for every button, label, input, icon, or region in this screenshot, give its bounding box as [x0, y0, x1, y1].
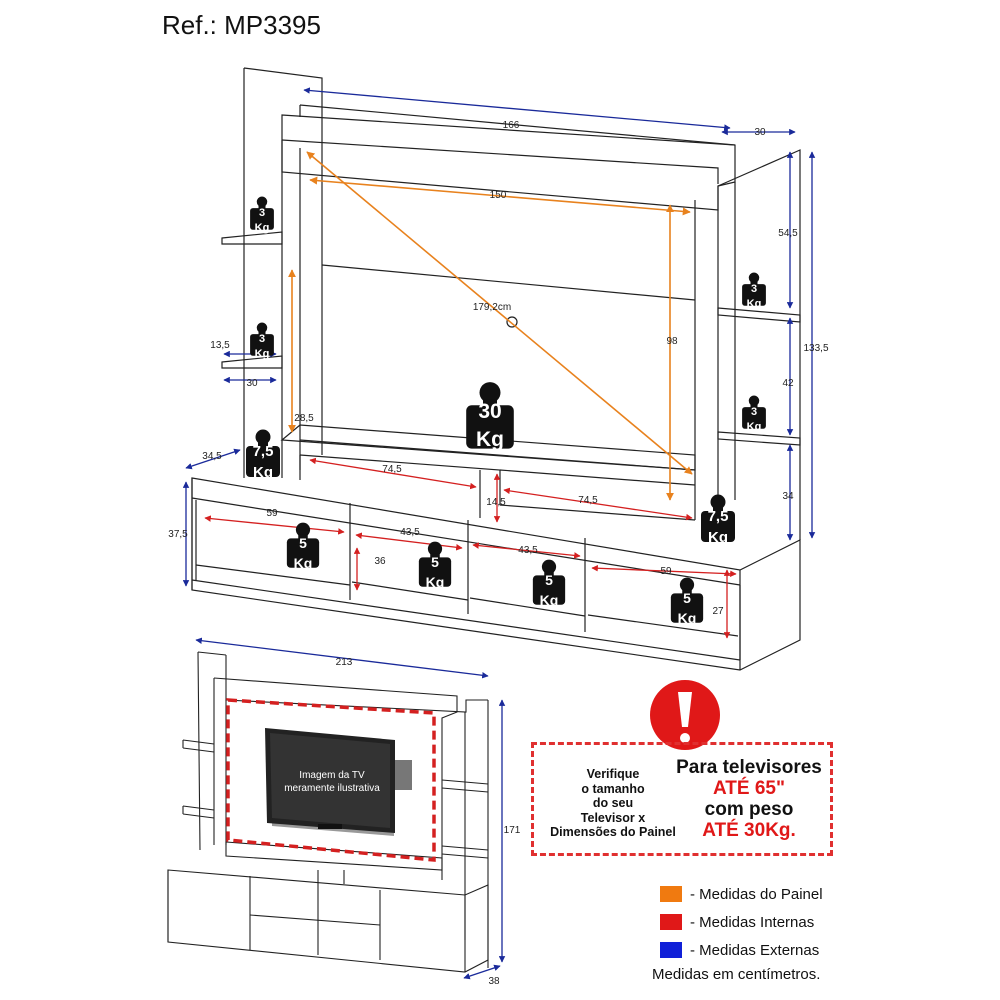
reference-title: Ref.: MP3395	[162, 10, 321, 40]
svg-text:5: 5	[431, 554, 439, 570]
legend: - Medidas do Painel - Medidas Internas -…	[660, 880, 823, 964]
dim-tv-diagonal: 179,2cm	[473, 302, 511, 313]
dim-overall-height: 171	[504, 825, 521, 836]
left-shelf-top	[221, 231, 283, 245]
dim-left-shelf-depth: 13,5	[210, 340, 230, 351]
dim-total-height: 133,5	[803, 343, 828, 354]
tv-area-dashed-outline	[226, 698, 436, 862]
internal-dimensions	[204, 457, 737, 639]
svg-text:Kg: Kg	[708, 529, 728, 546]
tv-caption-line-2: meramente ilustrativa	[284, 783, 380, 794]
dim-compartment-1: 59	[266, 508, 278, 519]
notice-right-text: Para televisores ATÉ 65" com peso ATÉ 30…	[676, 757, 822, 841]
svg-text:3: 3	[259, 207, 265, 219]
legend-item-external: - Medidas Externas	[660, 936, 823, 964]
dim-right-height-top: 54,5	[778, 228, 798, 239]
tv-size-notice: Verifique o tamanho do seu Televisor x D…	[531, 742, 833, 856]
legend-footer: Medidas em centímetros.	[652, 966, 821, 983]
dim-right-mid: 42	[782, 378, 794, 389]
dim-rack-height: 37,5	[168, 529, 188, 540]
svg-text:7,5: 7,5	[253, 443, 274, 460]
main-unit-drawing	[191, 67, 801, 671]
svg-text:5: 5	[299, 535, 307, 551]
weight-3kg-icon: 3 Kg	[742, 395, 766, 433]
external-dimensions	[182, 87, 816, 980]
dim-tv-width: 150	[490, 190, 507, 201]
dim-left-shelf-width: 30	[246, 378, 258, 389]
svg-text:5: 5	[545, 572, 553, 588]
svg-text:Kg: Kg	[426, 574, 445, 590]
dim-base-depth: 34,5	[202, 451, 222, 462]
svg-text:30: 30	[478, 400, 501, 423]
svg-text:Kg: Kg	[255, 348, 270, 360]
weight-30kg-icon: 30 Kg	[466, 382, 514, 451]
dim-niche-width-2: 74,5	[578, 495, 598, 506]
weight-5kg-icon: 5 Kg	[286, 522, 320, 571]
legend-item-panel: - Medidas do Painel	[660, 880, 823, 908]
dim-compartment-3: 43,5	[518, 545, 538, 556]
weight-3kg-icon: 3 Kg	[250, 322, 274, 360]
dim-compartment-height-4: 27	[712, 606, 724, 617]
dim-overall-depth: 38	[488, 976, 500, 987]
weight-7-5kg-icon: 7,5 Kg	[701, 494, 735, 546]
svg-text:Kg: Kg	[747, 298, 762, 310]
dim-compartment-4: 59	[660, 566, 672, 577]
weight-5kg-icon: 5 Kg	[418, 541, 452, 590]
legend-swatch	[660, 886, 682, 902]
legend-swatch	[660, 914, 682, 930]
svg-text:Kg: Kg	[747, 421, 762, 433]
dim-top-width: 166	[503, 120, 520, 131]
svg-text:3: 3	[751, 283, 757, 295]
right-shelf-top	[717, 307, 801, 323]
svg-text:5: 5	[683, 590, 691, 606]
svg-text:7,5: 7,5	[708, 508, 729, 525]
dim-right-low: 34	[782, 491, 794, 502]
svg-text:Kg: Kg	[255, 222, 270, 234]
dim-compartment-2: 43,5	[400, 527, 420, 538]
weight-5kg-icon: 5 Kg	[670, 577, 704, 626]
warning-exclamation-icon	[650, 680, 720, 750]
dim-niche-height: 14,5	[486, 497, 506, 508]
weight-5kg-icon: 5 Kg	[532, 559, 566, 608]
tv-illustration: Imagem da TV meramente ilustrativa	[265, 728, 412, 836]
legend-item-internal: - Medidas Internas	[660, 908, 823, 936]
overview-drawing	[167, 651, 489, 973]
weight-3kg-icon: 3 Kg	[250, 196, 274, 234]
panel-dimensions	[288, 151, 693, 501]
right-pillar	[694, 182, 736, 520]
dim-compartment-height-2: 36	[374, 556, 386, 567]
dim-left-niche-height: 28,5	[294, 413, 314, 424]
svg-text:Kg: Kg	[476, 428, 504, 451]
dim-tv-height: 98	[666, 336, 678, 347]
svg-text:Kg: Kg	[294, 555, 313, 571]
left-shelf-mid	[221, 355, 283, 369]
svg-text:Kg: Kg	[678, 610, 697, 626]
svg-text:3: 3	[751, 406, 757, 418]
weight-7-5kg-icon: 7,5 Kg	[246, 429, 280, 481]
svg-text:3: 3	[259, 333, 265, 345]
svg-text:Kg: Kg	[253, 464, 273, 481]
notice-left-text: Verifique o tamanho do seu Televisor x D…	[550, 767, 676, 839]
tv-caption-line-1: Imagem da TV	[299, 770, 365, 781]
weight-3kg-icon: 3 Kg	[742, 272, 766, 310]
right-shelf-mid	[717, 431, 801, 446]
svg-text:Kg: Kg	[540, 592, 559, 608]
dim-depth-top: 30	[754, 127, 766, 138]
dim-niche-width: 74,5	[382, 464, 402, 475]
legend-swatch	[660, 942, 682, 958]
dim-overall-width: 213	[336, 657, 353, 668]
